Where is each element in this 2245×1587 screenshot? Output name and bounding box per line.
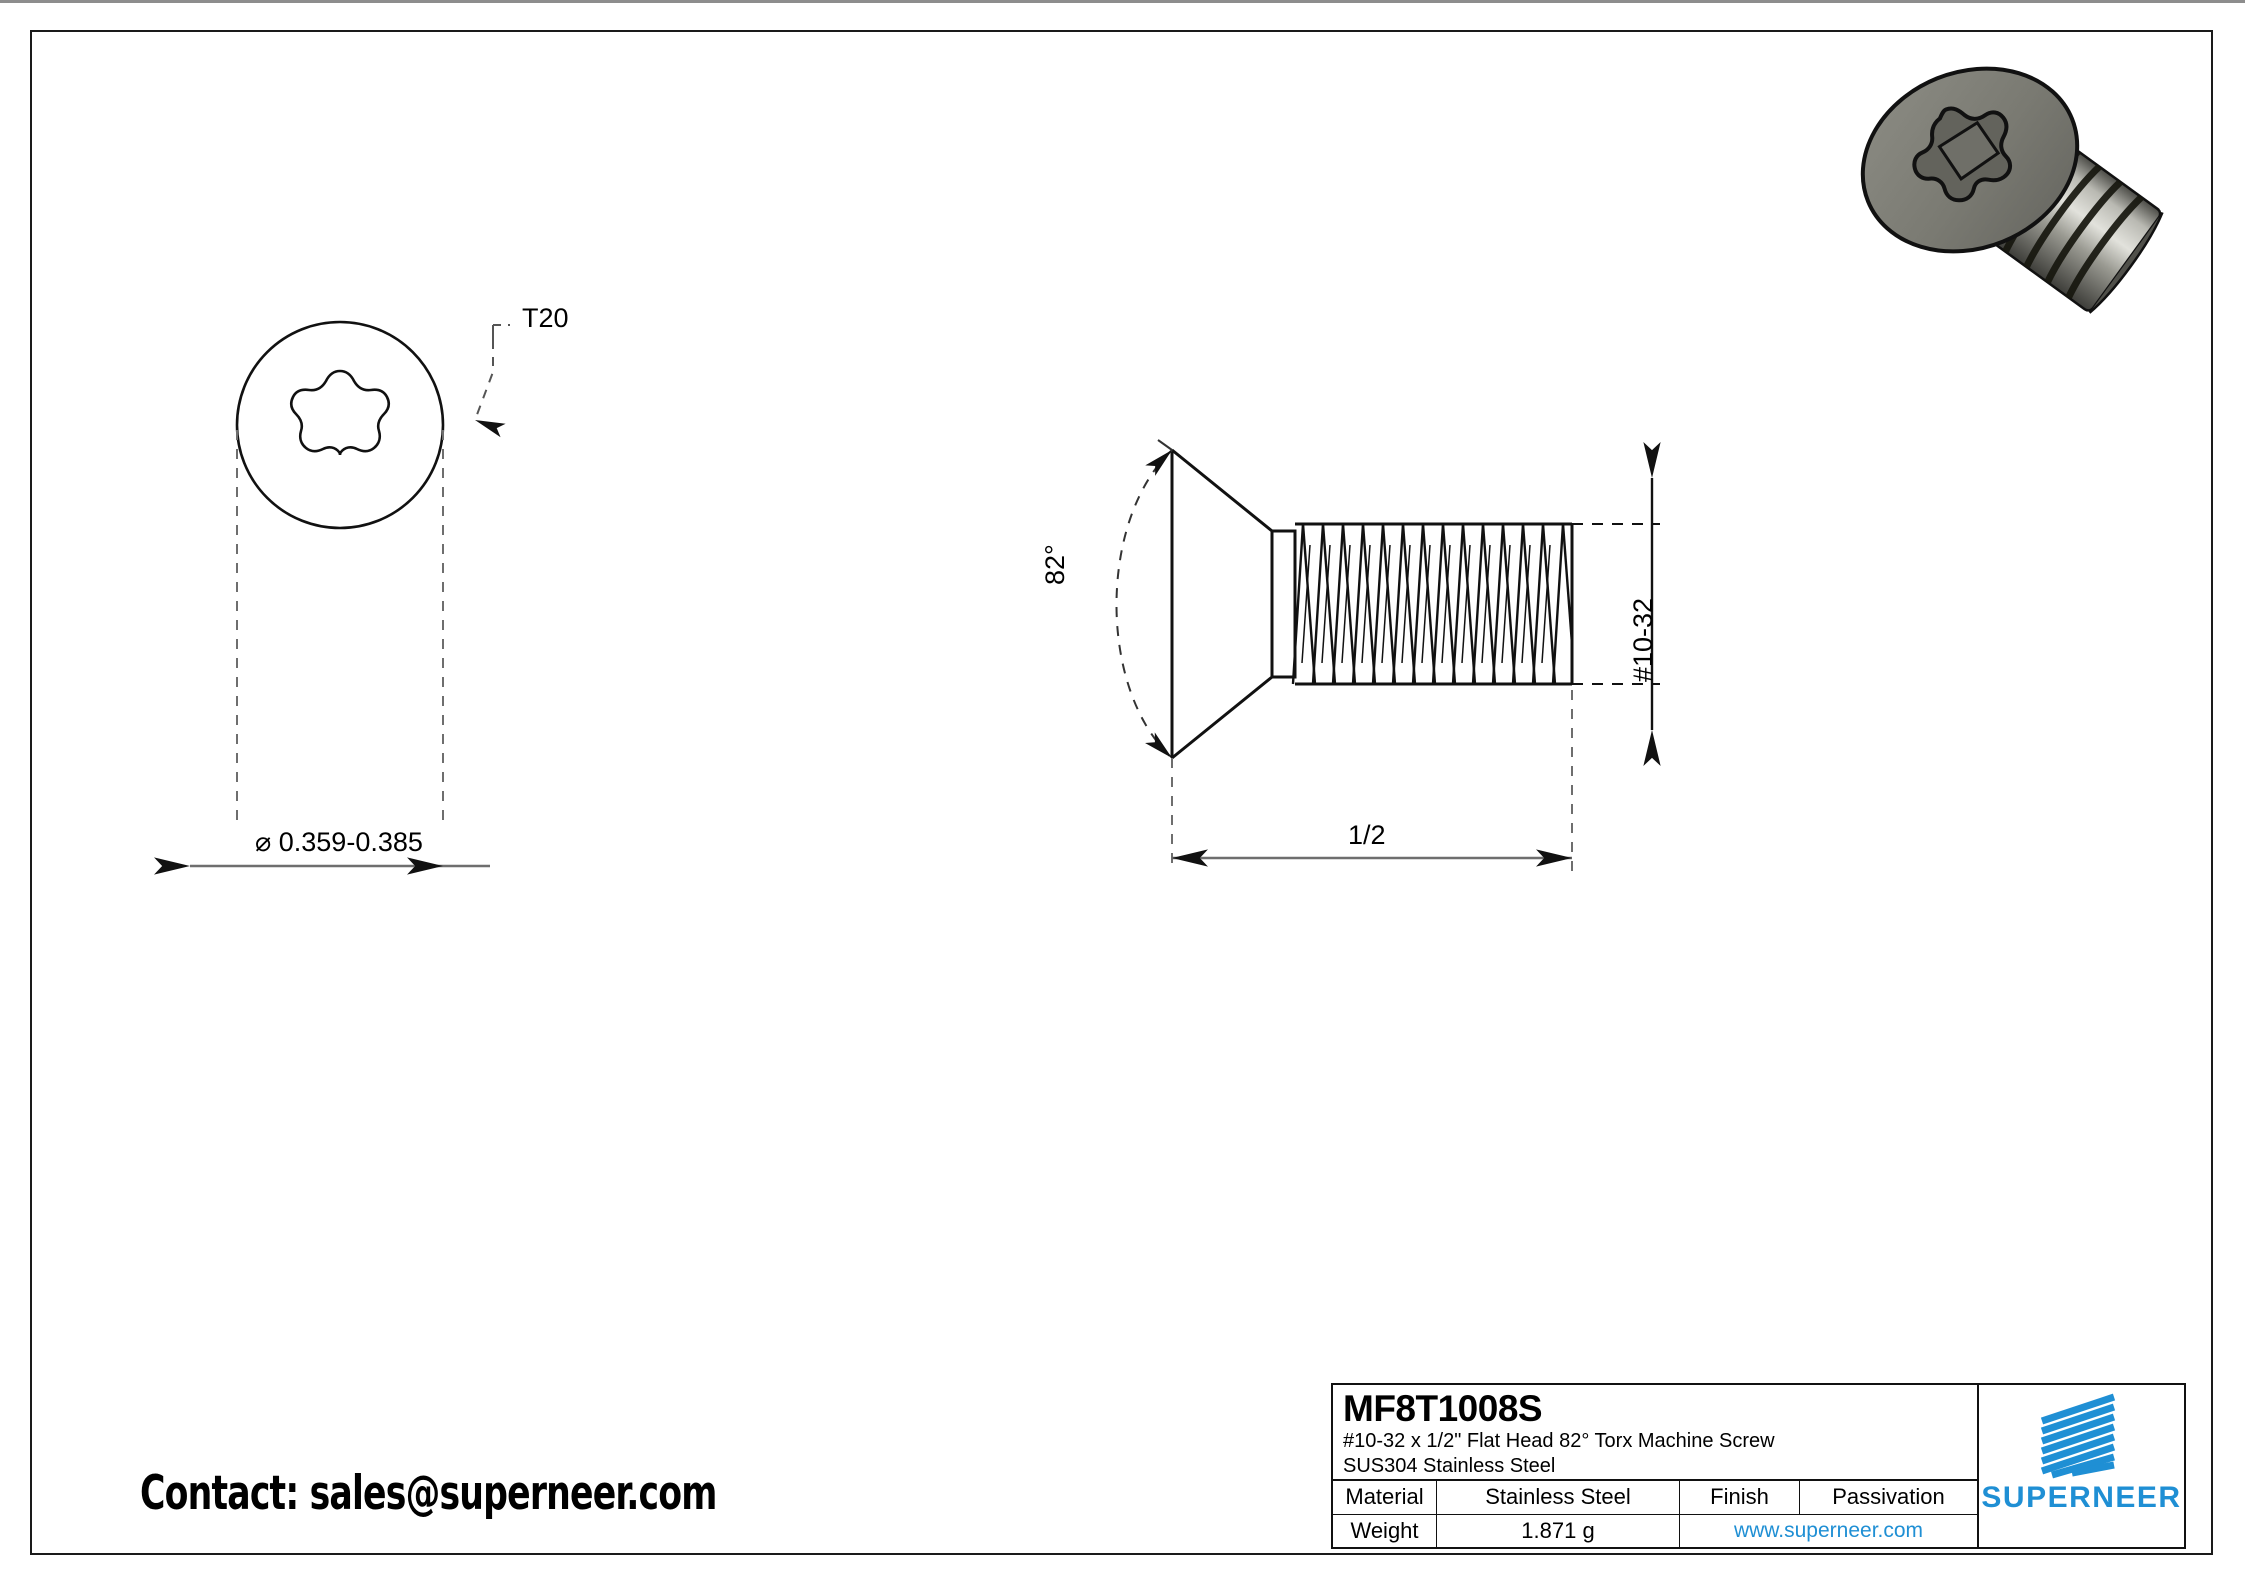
- part-number: MF8T1008S: [1343, 1388, 1543, 1429]
- website-link[interactable]: www.superneer.com: [1733, 1518, 1924, 1542]
- drawing-frame-border: [30, 30, 2213, 1555]
- thread-spec-dimension: #10-32: [1628, 597, 1658, 682]
- brand-name: SUPERNEER: [1981, 1481, 2182, 1514]
- length-dimension: 1/2: [1348, 820, 1386, 850]
- head-taper-profile: [1171, 448, 1274, 760]
- title-block-left: MF8T1008S #10-32 x 1/2" Flat Head 82° To…: [1333, 1385, 1979, 1547]
- description-line-2: SUS304 Stainless Steel: [1343, 1455, 1556, 1477]
- sheet-top-edge: [0, 0, 2245, 3]
- head-outline-circle: [235, 320, 445, 530]
- superneer-logo-icon: [2040, 1393, 2115, 1479]
- shank-outline: [1272, 529, 1297, 679]
- torx-star-profile: [290, 369, 390, 456]
- description-line-1: #10-32 x 1/2" Flat Head 82° Torx Machine…: [1343, 1430, 1775, 1452]
- contact-text: Contact: sales@superneer.com: [140, 1466, 717, 1521]
- screw-3d-render: [1860, 66, 2164, 314]
- weight-label: Weight: [1333, 1514, 1437, 1547]
- head-angle-dimension: 82°: [1040, 544, 1070, 585]
- table-row: Material Stainless Steel Finish Passivat…: [1333, 1481, 1977, 1515]
- front-view: [154, 320, 510, 875]
- drive-size-label: T20: [522, 303, 569, 333]
- t20-leader-dash-v: [474, 340, 506, 438]
- finish-value: Passivation: [1832, 1484, 1945, 1510]
- render-torx-floor: [1937, 120, 2001, 181]
- angle-dim-arc: [1115, 449, 1173, 759]
- finish-label: Finish: [1680, 1481, 1800, 1514]
- material-label: Material: [1333, 1481, 1437, 1514]
- thread-turns: [1291, 523, 1574, 685]
- title-block-spec-table: Material Stainless Steel Finish Passivat…: [1333, 1481, 1977, 1547]
- thread-roots: [1301, 544, 1551, 664]
- angle-tick-top: [1157, 439, 1173, 451]
- title-block: MF8T1008S #10-32 x 1/2" Flat Head 82° To…: [1331, 1383, 2186, 1549]
- brand-logo-cell: SUPERNEER: [1979, 1385, 2184, 1547]
- title-block-description: MF8T1008S #10-32 x 1/2" Flat Head 82° To…: [1333, 1385, 1977, 1481]
- table-row: Weight 1.871 g www.superneer.com: [1333, 1514, 1977, 1547]
- weight-value: 1.871 g: [1437, 1514, 1680, 1547]
- material-value: Stainless Steel: [1437, 1481, 1680, 1514]
- side-view: [1115, 439, 1661, 872]
- head-diameter-dimension: ⌀ 0.359-0.385: [255, 827, 423, 857]
